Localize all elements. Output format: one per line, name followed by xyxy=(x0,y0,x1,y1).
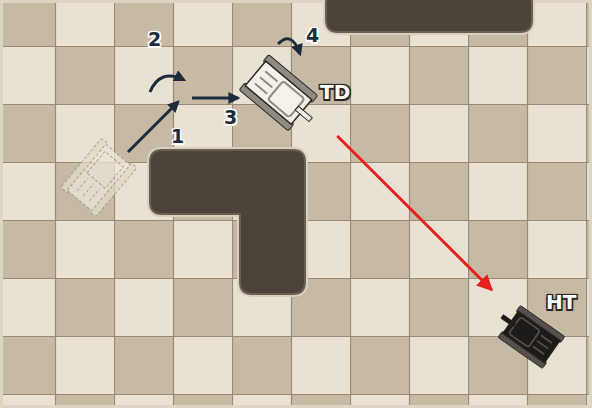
tank-hull xyxy=(245,61,312,124)
step-number: 2 xyxy=(148,30,161,49)
ghost-casemate xyxy=(87,151,123,188)
rock-obstacle xyxy=(150,150,305,294)
tank-hull xyxy=(503,311,560,363)
heavy-tank: HT xyxy=(484,290,584,374)
ghost-hull xyxy=(67,144,130,211)
tank-barrel xyxy=(295,106,312,121)
tank-detail xyxy=(533,335,552,354)
rock-obstacle xyxy=(326,0,532,32)
ghost-detail xyxy=(77,179,100,202)
tank-body xyxy=(239,55,325,138)
step-number: 1 xyxy=(171,127,184,146)
connector-group xyxy=(337,136,492,290)
obstacle-halo xyxy=(326,0,532,32)
ghost-tank xyxy=(61,138,137,217)
unit-label: TD xyxy=(320,82,350,102)
tank-destroyer: TD xyxy=(232,48,354,136)
tank-barrel xyxy=(501,315,516,327)
tank-detail xyxy=(255,71,278,94)
move-arrow xyxy=(192,97,238,100)
turn-arrow xyxy=(150,76,184,92)
turn-arrow xyxy=(278,39,300,54)
move-arrow xyxy=(128,102,178,152)
obstacle-halo xyxy=(150,150,305,294)
step-number: 3 xyxy=(224,108,237,127)
line-of-fire xyxy=(337,136,492,290)
step-number: 4 xyxy=(306,26,319,45)
unit-label: HT xyxy=(546,292,576,312)
